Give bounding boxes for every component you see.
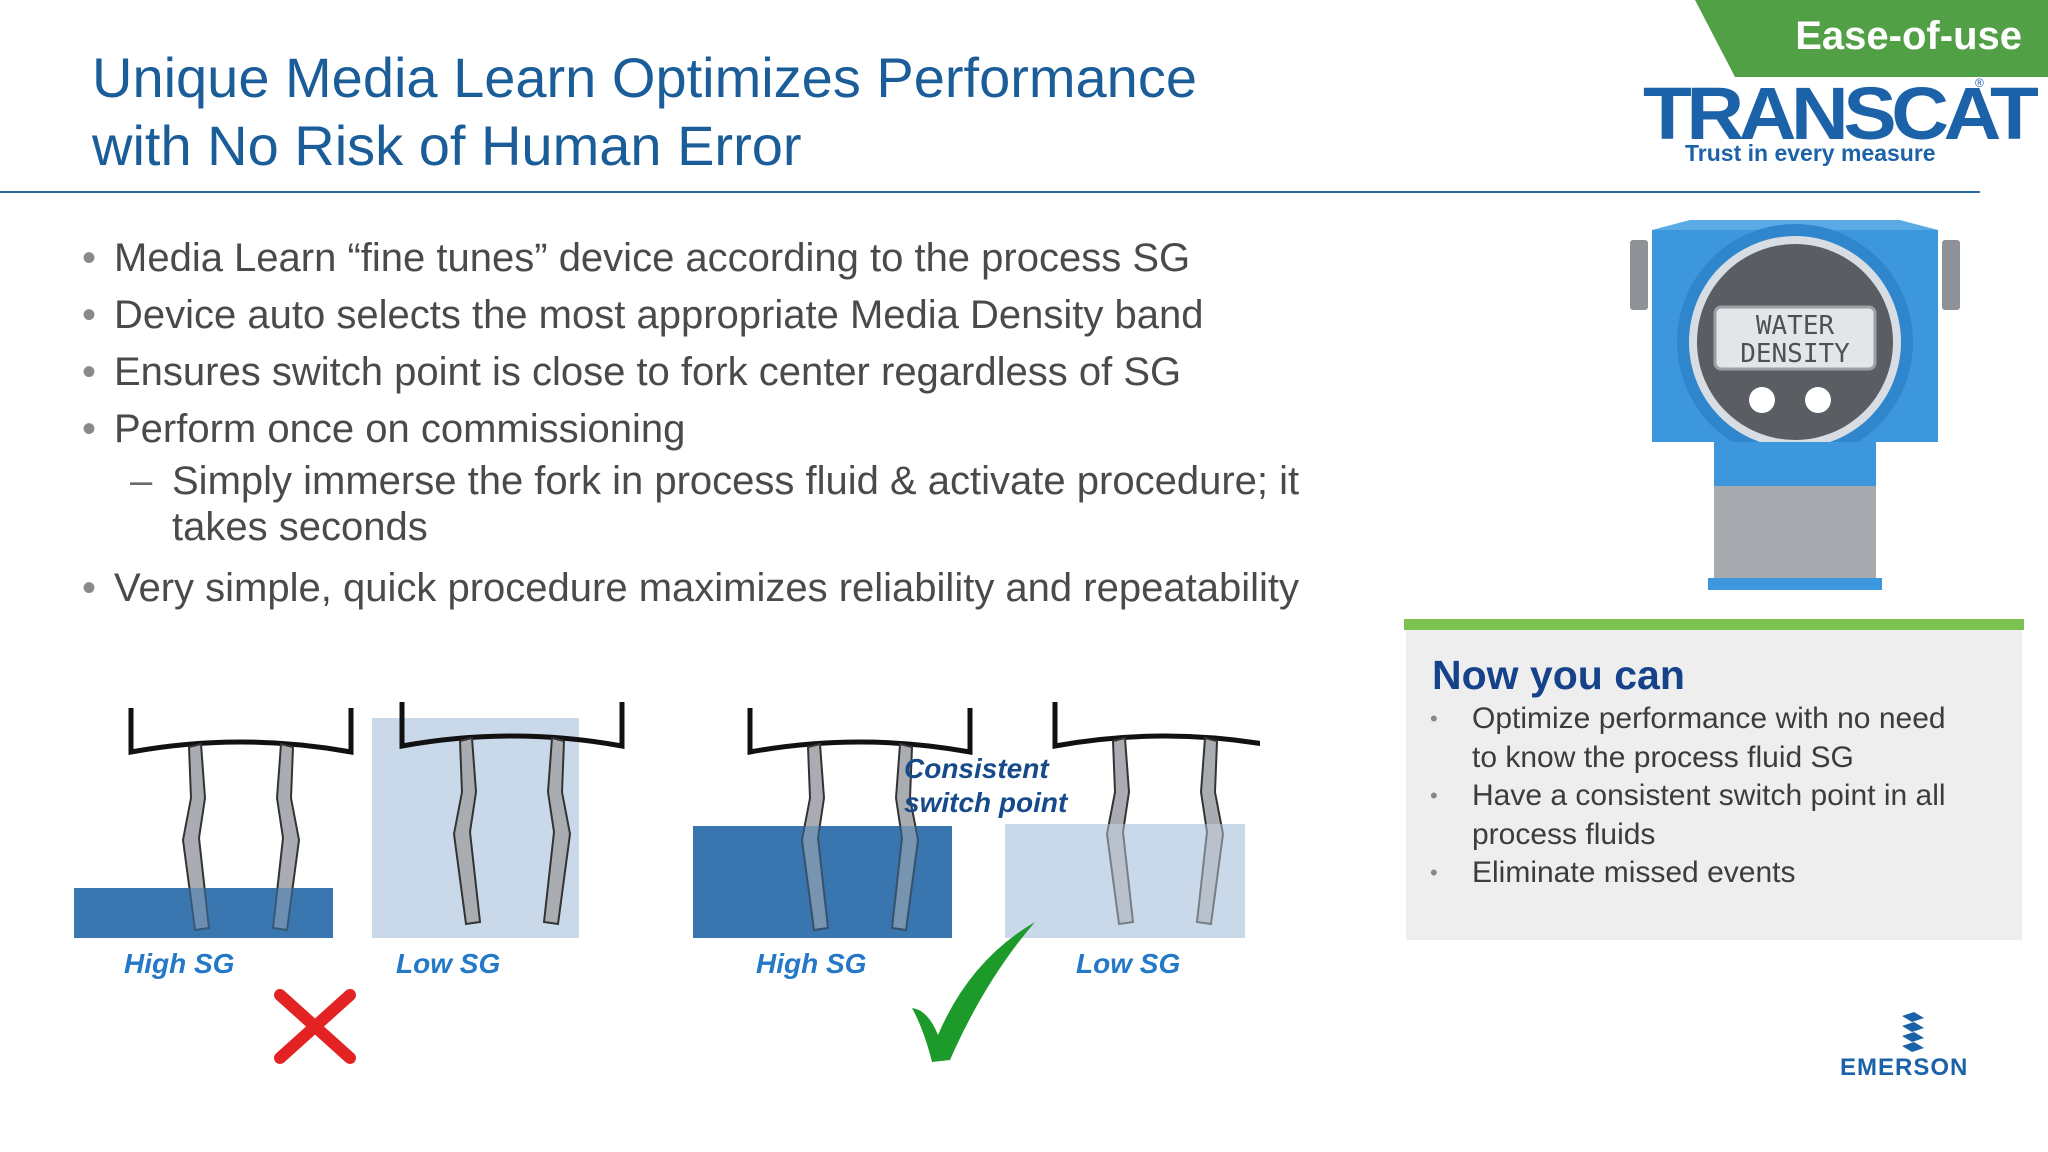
panel-item-line-2: to know the process fluid SG bbox=[1472, 740, 1854, 774]
logo-registered-mark: ® bbox=[1975, 76, 1984, 90]
x-mark-icon bbox=[274, 989, 356, 1064]
annotation-line-2: switch point bbox=[904, 787, 1069, 818]
label-low-sg-left: Low SG bbox=[396, 948, 500, 979]
sub-bullet-line-2: takes seconds bbox=[172, 505, 428, 549]
annotation-line-1: Consistent bbox=[904, 753, 1050, 784]
fork-comparison-diagram: High SG Low SG High SG Low SG Consistent… bbox=[74, 690, 1260, 1064]
side-cap-right bbox=[1942, 240, 1960, 310]
transcat-logo: TRANSCAT ® Trust in every measure bbox=[1643, 74, 2039, 169]
side-cap-left bbox=[1630, 240, 1648, 310]
logo-wordmark: TRANSCAT bbox=[1643, 72, 2039, 155]
label-high-sg-right: High SG bbox=[756, 948, 866, 979]
device-button-right bbox=[1805, 387, 1831, 413]
slide-title: Unique Media Learn Optimizes Performance… bbox=[92, 44, 1292, 180]
title-line-1: Unique Media Learn Optimizes Performance bbox=[92, 46, 1197, 109]
panel-item-line-1: Have a consistent switch point in all bbox=[1472, 779, 1946, 812]
bullet-item: Perform once on commissioning bbox=[78, 401, 1408, 458]
sub-bullet-item: Simply immerse the fork in process fluid… bbox=[78, 458, 1408, 550]
panel-list: Optimize performance with no need to kno… bbox=[1430, 700, 2010, 893]
device-neck bbox=[1714, 486, 1876, 578]
panel-item-line-1: Optimize performance with no need bbox=[1472, 702, 1946, 735]
label-high-sg-left: High SG bbox=[124, 948, 234, 979]
bullet-item: Device auto selects the most appropriate… bbox=[78, 287, 1408, 344]
bullet-item: Ensures switch point is close to fork ce… bbox=[78, 344, 1408, 401]
emerson-mark-icon bbox=[1902, 1012, 1924, 1052]
label-low-sg-right: Low SG bbox=[1076, 948, 1180, 979]
panel-item: Have a consistent switch point in all pr… bbox=[1430, 777, 2010, 854]
ease-of-use-badge: Ease-of-use bbox=[1695, 0, 2048, 77]
panel-accent-bar bbox=[1404, 619, 2024, 630]
lcd-screen bbox=[1713, 305, 1877, 371]
transmitter-device-illustration: WATER DENSITY bbox=[1630, 220, 1960, 590]
logo-tagline: Trust in every measure bbox=[1685, 140, 1936, 166]
panel-title: Now you can bbox=[1432, 652, 1685, 698]
bullet-list: Media Learn “fine tunes” device accordin… bbox=[78, 230, 1408, 617]
title-divider bbox=[0, 191, 1980, 193]
panel-item: Optimize performance with no need to kno… bbox=[1430, 700, 2010, 777]
emerson-logo: EMERSON bbox=[1838, 1010, 1988, 1081]
checkmark-icon bbox=[912, 922, 1035, 1062]
badge-label: Ease-of-use bbox=[1795, 14, 2022, 58]
sub-bullet-line-1: Simply immerse the fork in process fluid… bbox=[172, 459, 1300, 503]
bullet-item: Media Learn “fine tunes” device accordin… bbox=[78, 230, 1408, 287]
panel-item-line-2: process fluids bbox=[1472, 817, 1656, 851]
lcd-line-2: DENSITY bbox=[1740, 339, 1850, 369]
lcd-line-1: WATER bbox=[1756, 311, 1835, 341]
title-line-2: with No Risk of Human Error bbox=[92, 114, 802, 177]
panel-item-line-1: Eliminate missed events bbox=[1472, 856, 1796, 889]
bullet-item: Very simple, quick procedure maximizes r… bbox=[78, 560, 1408, 617]
emerson-wordmark: EMERSON bbox=[1840, 1054, 1969, 1081]
panel-item: Eliminate missed events bbox=[1430, 854, 2010, 893]
device-button-left bbox=[1749, 387, 1775, 413]
